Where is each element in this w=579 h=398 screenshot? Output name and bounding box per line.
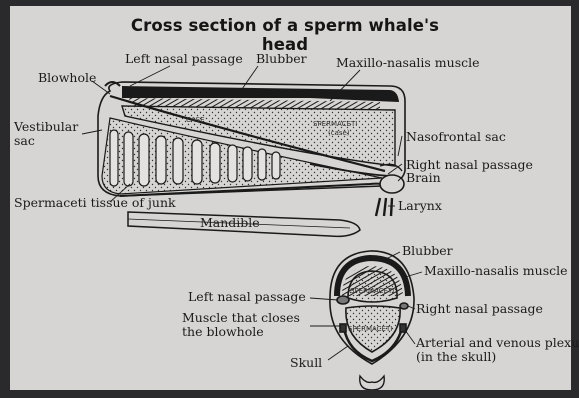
- case-inner-label: CASE: [186, 113, 205, 127]
- book-page: Cross section of a sperm whale's head: [10, 6, 571, 390]
- label-right-nasal-passage-2: Right nasal passage: [416, 302, 543, 316]
- label-arterial-1: Arterial and venous plexus: [416, 336, 579, 350]
- cross-spermaceti-upper-label: SPERMACETI: [350, 284, 394, 298]
- label-muscle-blowhole-1: Muscle that closes: [182, 311, 300, 325]
- larynx-shape: [376, 198, 392, 216]
- label-brain: Brain: [406, 171, 441, 185]
- label-larynx: Larynx: [398, 199, 442, 213]
- label-maxillo-nasalis-2: Maxillo-nasalis muscle: [424, 264, 568, 278]
- label-nasofrontal-sac: Nasofrontal sac: [406, 130, 506, 144]
- label-maxillo-nasalis: Maxillo-nasalis muscle: [336, 56, 480, 70]
- cross-mandible: [360, 376, 385, 390]
- label-vestibular-sac-1: Vestibular: [14, 120, 78, 134]
- label-muscle-blowhole-2: the blowhole: [182, 325, 264, 339]
- label-skull: Skull: [290, 356, 322, 370]
- label-spermaceti-junk: Spermaceti tissue of junk: [14, 196, 176, 210]
- label-blubber-2: Blubber: [402, 244, 453, 258]
- brain-shape: [380, 175, 404, 193]
- cross-right-nasal: [400, 303, 408, 309]
- cross-spermaceti-lower-label: SPERMACETI: [348, 322, 392, 336]
- transverse-section: [330, 251, 414, 390]
- label-vestibular-sac-2: sac: [14, 134, 35, 148]
- label-arterial-2: (in the skull): [416, 350, 496, 364]
- label-left-nasal-passage: Left nasal passage: [125, 52, 243, 66]
- label-blowhole: Blowhole: [38, 71, 96, 85]
- label-mandible: Mandible: [200, 216, 260, 230]
- cross-left-nasal: [337, 296, 349, 304]
- longitudinal-section: [98, 82, 405, 236]
- label-blubber: Blubber: [256, 52, 307, 66]
- spermaceti-case-sub-label: (case): [328, 126, 350, 140]
- label-left-nasal-passage-2: Left nasal passage: [188, 290, 306, 304]
